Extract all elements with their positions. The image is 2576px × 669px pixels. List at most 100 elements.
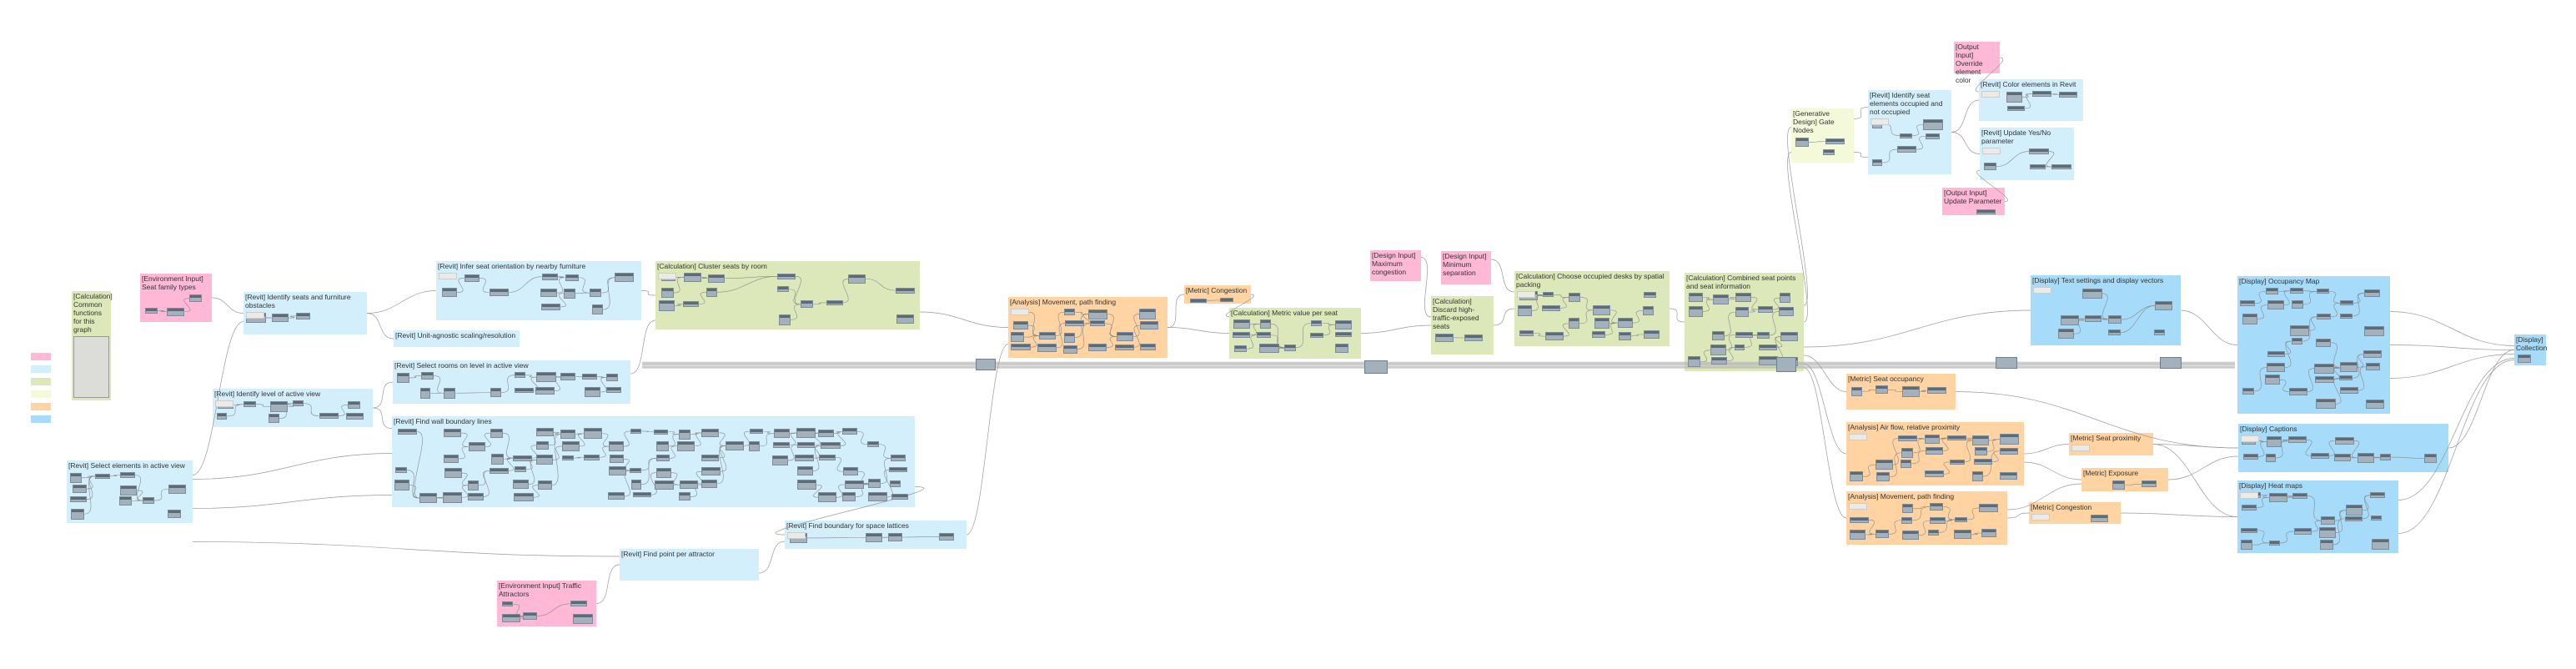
graph-node[interactable] xyxy=(1897,145,1917,153)
graph-node[interactable] xyxy=(2363,350,2383,359)
graph-node[interactable] xyxy=(2289,387,2307,395)
graph-node[interactable] xyxy=(796,466,813,475)
graph-node[interactable] xyxy=(701,467,721,476)
graph-node[interactable] xyxy=(490,428,503,438)
graph-node[interactable] xyxy=(1189,298,1207,303)
graph-node[interactable] xyxy=(347,400,360,410)
graph-node[interactable] xyxy=(589,288,602,298)
graph-node[interactable] xyxy=(1795,138,1809,147)
graph-node[interactable] xyxy=(564,288,575,299)
graph-node[interactable] xyxy=(420,388,431,399)
graph-node[interactable] xyxy=(818,429,834,437)
graph-node[interactable] xyxy=(536,455,553,465)
graph-node[interactable] xyxy=(2242,314,2258,324)
graph-node[interactable] xyxy=(1089,320,1106,327)
graph-node[interactable] xyxy=(167,509,182,518)
reroute-node[interactable] xyxy=(976,359,996,370)
graph-node[interactable] xyxy=(1643,291,1657,298)
graph-node[interactable] xyxy=(1981,529,1996,537)
graph-node[interactable] xyxy=(1758,344,1777,350)
graph-node[interactable] xyxy=(269,413,279,424)
graph-node[interactable] xyxy=(1929,517,1946,525)
note[interactable] xyxy=(1849,503,1867,510)
graph-node[interactable] xyxy=(1065,320,1085,326)
graph-node[interactable] xyxy=(2060,315,2079,326)
graph-node[interactable] xyxy=(1927,386,1947,395)
graph-node[interactable] xyxy=(771,455,788,466)
graph-node[interactable] xyxy=(1139,321,1158,330)
graph-node[interactable] xyxy=(69,472,82,483)
graph-node[interactable] xyxy=(1900,460,1912,468)
graph-node[interactable] xyxy=(888,533,902,541)
graph-node[interactable] xyxy=(630,480,642,490)
graph-node[interactable] xyxy=(683,301,700,307)
note[interactable] xyxy=(1517,291,1535,298)
graph-node[interactable] xyxy=(394,480,410,491)
graph-node[interactable] xyxy=(1999,434,2020,445)
graph-node[interactable] xyxy=(1947,435,1966,441)
graph-node[interactable] xyxy=(608,441,624,451)
graph-node[interactable] xyxy=(2058,91,2077,98)
graph-node[interactable] xyxy=(2057,329,2074,340)
graph-node[interactable] xyxy=(2365,400,2384,409)
graph-node[interactable] xyxy=(2290,324,2310,336)
graph-node[interactable] xyxy=(442,491,463,503)
graph-node[interactable] xyxy=(72,485,87,493)
graph-node[interactable] xyxy=(538,480,552,490)
graph-node[interactable] xyxy=(2107,314,2122,324)
graph-node[interactable] xyxy=(2292,493,2307,499)
graph-node[interactable] xyxy=(615,273,634,283)
graph-node[interactable] xyxy=(2339,362,2358,373)
graph-node[interactable] xyxy=(1711,357,1728,365)
graph-node[interactable] xyxy=(2265,288,2279,295)
graph-node[interactable] xyxy=(1778,306,1795,316)
graph-node[interactable] xyxy=(1902,386,1920,397)
graph-node[interactable] xyxy=(2293,527,2312,536)
graph-node[interactable] xyxy=(776,286,789,293)
graph-node[interactable] xyxy=(1259,319,1271,329)
graph-node[interactable] xyxy=(1849,471,1864,482)
note[interactable] xyxy=(1011,309,1029,315)
graph-node[interactable] xyxy=(1592,331,1606,339)
graph-node[interactable] xyxy=(1850,386,1863,396)
graph-node[interactable] xyxy=(895,287,916,294)
graph-node[interactable] xyxy=(168,484,187,494)
graph-node[interactable] xyxy=(2321,516,2335,526)
graph-node[interactable] xyxy=(2334,436,2354,445)
graph-node[interactable] xyxy=(1712,294,1730,305)
graph-node[interactable] xyxy=(1756,331,1770,339)
graph-node[interactable] xyxy=(1644,330,1660,339)
graph-node[interactable] xyxy=(1335,319,1352,329)
graph-node[interactable] xyxy=(2338,375,2353,381)
graph-node[interactable] xyxy=(890,480,901,487)
graph-node[interactable] xyxy=(397,429,418,435)
graph-node[interactable] xyxy=(95,473,111,479)
graph-node[interactable] xyxy=(570,601,587,607)
graph-node[interactable] xyxy=(1901,516,1912,524)
graph-node[interactable] xyxy=(1258,344,1279,353)
note[interactable] xyxy=(658,273,676,279)
graph-node[interactable] xyxy=(319,412,339,420)
graph-node[interactable] xyxy=(1687,356,1701,368)
graph-node[interactable] xyxy=(2081,288,2102,299)
graph-node[interactable] xyxy=(1139,344,1157,351)
graph-node[interactable] xyxy=(2364,289,2381,297)
graph-node[interactable] xyxy=(1594,318,1609,329)
graph-node[interactable] xyxy=(2371,539,2390,551)
graph-node[interactable] xyxy=(1875,460,1893,470)
graph-node[interactable] xyxy=(1617,317,1633,329)
graph-node[interactable] xyxy=(2379,454,2392,460)
graph-node[interactable] xyxy=(167,307,185,316)
graph-node[interactable] xyxy=(1757,306,1773,313)
graph-node[interactable] xyxy=(868,491,888,502)
graph-node[interactable] xyxy=(1758,356,1778,365)
graph-node[interactable] xyxy=(467,480,480,490)
graph-node[interactable] xyxy=(1876,472,1891,482)
graph-node[interactable] xyxy=(2243,453,2258,460)
graph-node[interactable] xyxy=(707,274,725,283)
graph-node[interactable] xyxy=(1116,332,1134,341)
graph-node[interactable] xyxy=(1688,305,1704,317)
graph-node[interactable] xyxy=(1925,133,1940,139)
graph-node[interactable] xyxy=(2311,453,2329,459)
graph-node[interactable] xyxy=(2265,453,2276,463)
